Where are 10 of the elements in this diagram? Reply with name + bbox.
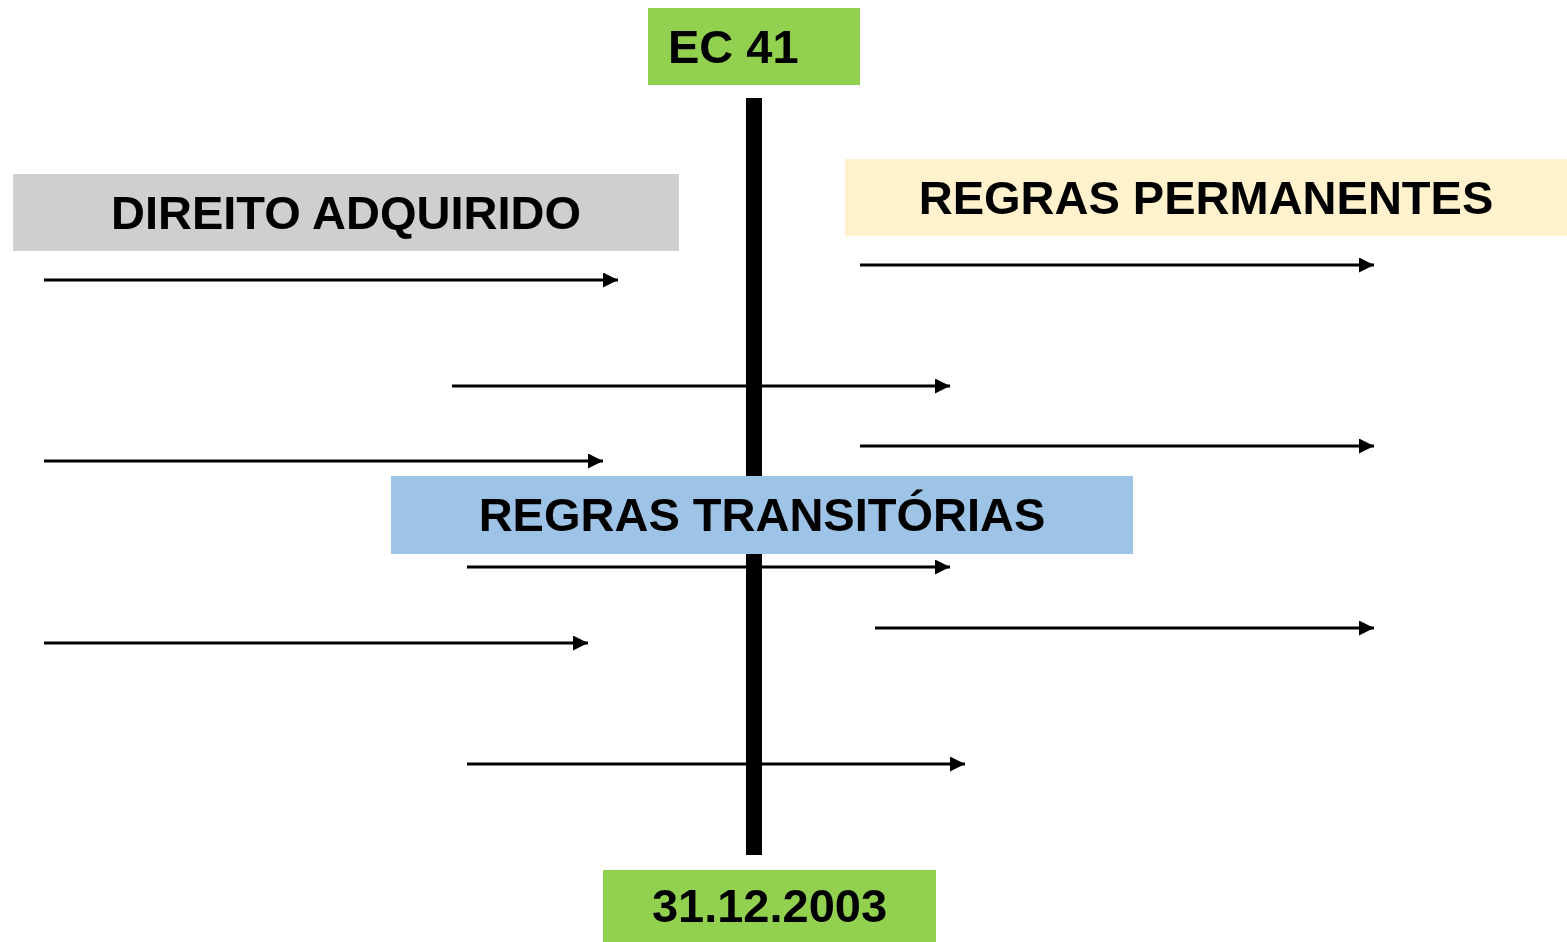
- label-box: [391, 476, 1133, 554]
- label-box: [13, 174, 679, 251]
- box-label: DIREITO ADQUIRIDO: [111, 186, 581, 239]
- label-box: [845, 159, 1567, 236]
- label-box: [648, 8, 860, 85]
- box-label: 31.12.2003: [651, 880, 888, 932]
- label-box: [603, 870, 936, 942]
- box-label: EC 41: [668, 20, 799, 73]
- box-label: REGRAS TRANSITÓRIAS: [478, 489, 1046, 541]
- box-label: REGRAS PERMANENTES: [918, 171, 1494, 224]
